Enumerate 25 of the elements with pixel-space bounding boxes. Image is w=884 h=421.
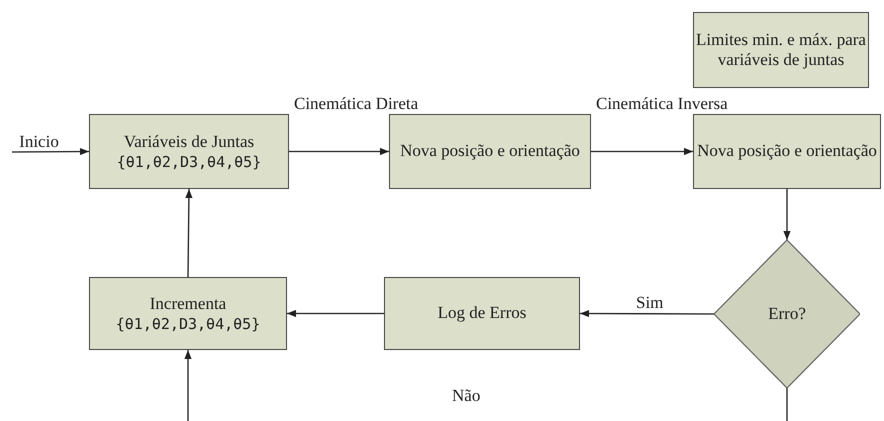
- arrow: [184, 350, 788, 421]
- process-box: [693, 114, 881, 189]
- node-label: Limites min. e máx. para variáveis de juntas: [695, 30, 867, 70]
- node-label: Incrementa: [150, 294, 226, 315]
- process-box: [389, 114, 591, 189]
- decision-diamond: [714, 240, 860, 388]
- process-box: [89, 114, 289, 189]
- node-label: Log de Erros: [438, 303, 526, 324]
- process-box: [89, 277, 287, 350]
- arrow: [287, 310, 384, 318]
- process-box: [384, 277, 580, 350]
- arrow: [783, 189, 791, 240]
- node-label: Nova posição e orientação: [400, 141, 580, 162]
- node-label: Nova posição e orientação: [697, 141, 877, 162]
- node-label: Variáveis de Juntas: [124, 132, 254, 153]
- variable-list: {θ1,θ2,D3,θ4,θ5}: [116, 314, 260, 333]
- arrow: [580, 310, 714, 318]
- node-label: Erro?: [768, 304, 806, 324]
- arrow: [12, 148, 89, 156]
- start-label: Inicio: [19, 132, 59, 153]
- note-box: [693, 12, 869, 88]
- arrow: [591, 148, 693, 156]
- arrow: [289, 148, 389, 156]
- arrow: [185, 189, 192, 277]
- variable-list: {θ1,θ2,D3,θ4,θ5}: [116, 152, 262, 171]
